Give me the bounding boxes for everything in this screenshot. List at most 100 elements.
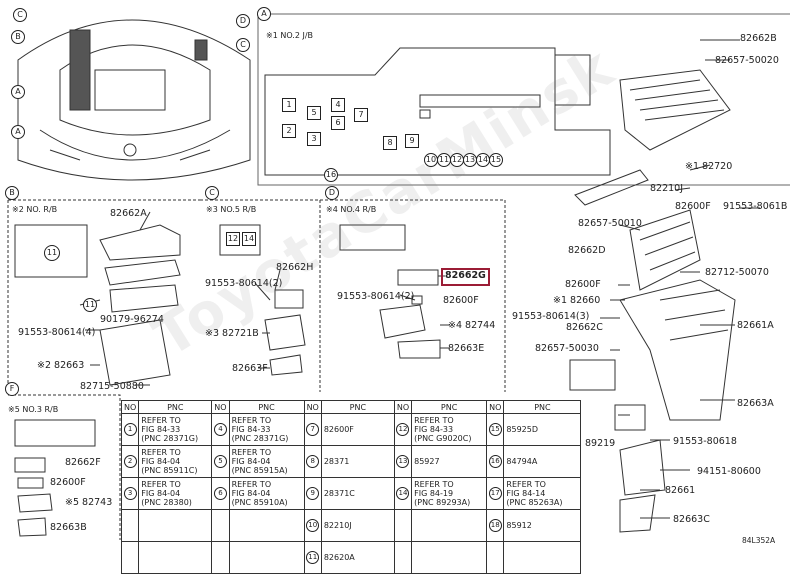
table-cell-no[interactable]: 10 [303,509,322,542]
jb-slot[interactable]: 14 [476,153,490,167]
table-cell-pnc[interactable] [138,509,213,542]
part-label[interactable]: 91553-80614(2) [205,278,283,289]
table-cell-no[interactable]: 13 [393,445,413,478]
part-label[interactable]: ※1 82660 [553,295,601,306]
part-label[interactable]: 91553-8061B [723,201,788,212]
jb-slot[interactable]: 12 [450,153,464,167]
jb-slot-c[interactable]: 14 [242,232,256,246]
ref-number[interactable]: 14 [396,487,410,500]
table-cell-pnc[interactable] [411,541,488,574]
table-cell-pnc[interactable]: 85927 [411,445,488,478]
ref-number[interactable]: 15 [488,423,502,436]
jb-slot[interactable]: 15 [489,153,503,167]
part-label[interactable]: 82663B [50,522,87,533]
ref-number[interactable]: 11 [306,551,320,564]
table-cell-no[interactable] [393,509,413,542]
ref-callout-11[interactable]: 11 [83,298,97,312]
section-a-marker[interactable]: A [257,7,271,21]
ref-number[interactable]: 6 [213,487,227,500]
engine-callout[interactable]: C [13,8,27,22]
section-b-marker[interactable]: B [5,186,19,200]
engine-callout[interactable]: A [11,125,25,139]
engine-callout[interactable]: B [11,30,25,44]
table-cell-no[interactable]: 4 [211,413,230,446]
part-label[interactable]: 90179-96274 [100,314,164,325]
part-label[interactable]: 82600F [50,477,86,488]
part-label[interactable]: 82600F [675,201,711,212]
table-cell-no[interactable] [486,541,505,574]
table-cell-no[interactable]: 8 [303,445,322,478]
table-cell-no[interactable]: 14 [393,477,413,510]
part-label[interactable]: 82661 [665,485,696,496]
part-label[interactable]: 82657-50030 [535,343,599,354]
ref-number[interactable]: 5 [213,455,227,468]
part-label[interactable]: 82662H [276,262,314,273]
table-cell-no[interactable] [211,509,230,542]
part-label[interactable]: 82600F [565,279,601,290]
part-label[interactable]: 82663A [737,398,774,409]
part-label[interactable]: 82662D [568,245,606,256]
table-cell-no[interactable]: 16 [486,445,505,478]
part-label[interactable]: 82663F [232,363,268,374]
part-label[interactable]: 82662C [566,322,603,333]
jb-slot[interactable]: 5 [307,106,321,120]
engine-callout[interactable]: C [236,38,250,52]
jb-slot[interactable]: 6 [331,116,345,130]
jb-slot[interactable]: 7 [354,108,368,122]
table-cell-no[interactable]: 3 [120,477,140,510]
jb-slot[interactable]: 11 [437,153,451,167]
ref-number[interactable]: 2 [123,455,137,468]
part-label[interactable]: 82657-50010 [578,218,642,229]
part-label[interactable]: 91553-80614(3) [512,311,590,322]
jb-slot[interactable]: 3 [307,132,321,146]
ref-callout-11b[interactable]: 11 [44,245,60,261]
table-cell-no[interactable] [393,541,413,574]
part-label[interactable]: ※1 82720 [685,161,733,172]
table-cell-pnc[interactable]: 85912 [503,509,582,542]
ref-number[interactable]: 16 [488,455,502,468]
ref-number[interactable]: 1 [123,423,137,436]
part-label[interactable]: 82662F [65,457,101,468]
ref-number[interactable]: 7 [306,423,320,436]
part-label[interactable]: 82715-50880 [80,381,144,392]
part-label[interactable]: 82712-50070 [705,267,769,278]
ref-number[interactable]: 12 [396,423,410,436]
table-cell-pnc[interactable]: 82210J [320,509,395,542]
table-cell-pnc[interactable]: 84794A [503,445,582,478]
table-cell-pnc[interactable]: 82600F [320,413,395,446]
part-label[interactable]: ※5 82743 [65,497,113,508]
ref-number[interactable]: 9 [306,487,320,500]
engine-callout[interactable]: A [11,85,25,99]
table-cell-no[interactable]: 11 [303,541,322,574]
ref-number[interactable]: 10 [306,519,320,532]
table-cell-no[interactable]: 17 [486,477,505,510]
table-cell-no[interactable] [120,541,140,574]
table-cell-pnc[interactable]: 82620A [320,541,395,574]
ref-number[interactable]: 8 [306,455,320,468]
table-cell-no[interactable]: 2 [120,445,140,478]
table-cell-no[interactable]: 12 [393,413,413,446]
part-label-highlighted[interactable]: 82662G [445,270,486,281]
table-cell-pnc[interactable] [503,541,582,574]
part-label[interactable]: 82661A [737,320,774,331]
jb-slot[interactable]: 16 [324,168,338,182]
section-f-marker[interactable]: F [5,382,19,396]
part-label[interactable]: 82662A [110,208,147,219]
section-d-marker[interactable]: D [325,186,339,200]
ref-number[interactable]: 18 [488,519,502,532]
part-label[interactable]: 82662B [740,33,777,44]
part-label[interactable]: 89219 [585,438,616,449]
jb-slot[interactable]: 1 [282,98,296,112]
jb-slot-c[interactable]: 12 [226,232,240,246]
table-cell-no[interactable]: 15 [486,413,505,446]
part-label[interactable]: 82657-50020 [715,55,779,66]
table-cell-no[interactable] [211,541,230,574]
jb-slot[interactable]: 10 [424,153,438,167]
